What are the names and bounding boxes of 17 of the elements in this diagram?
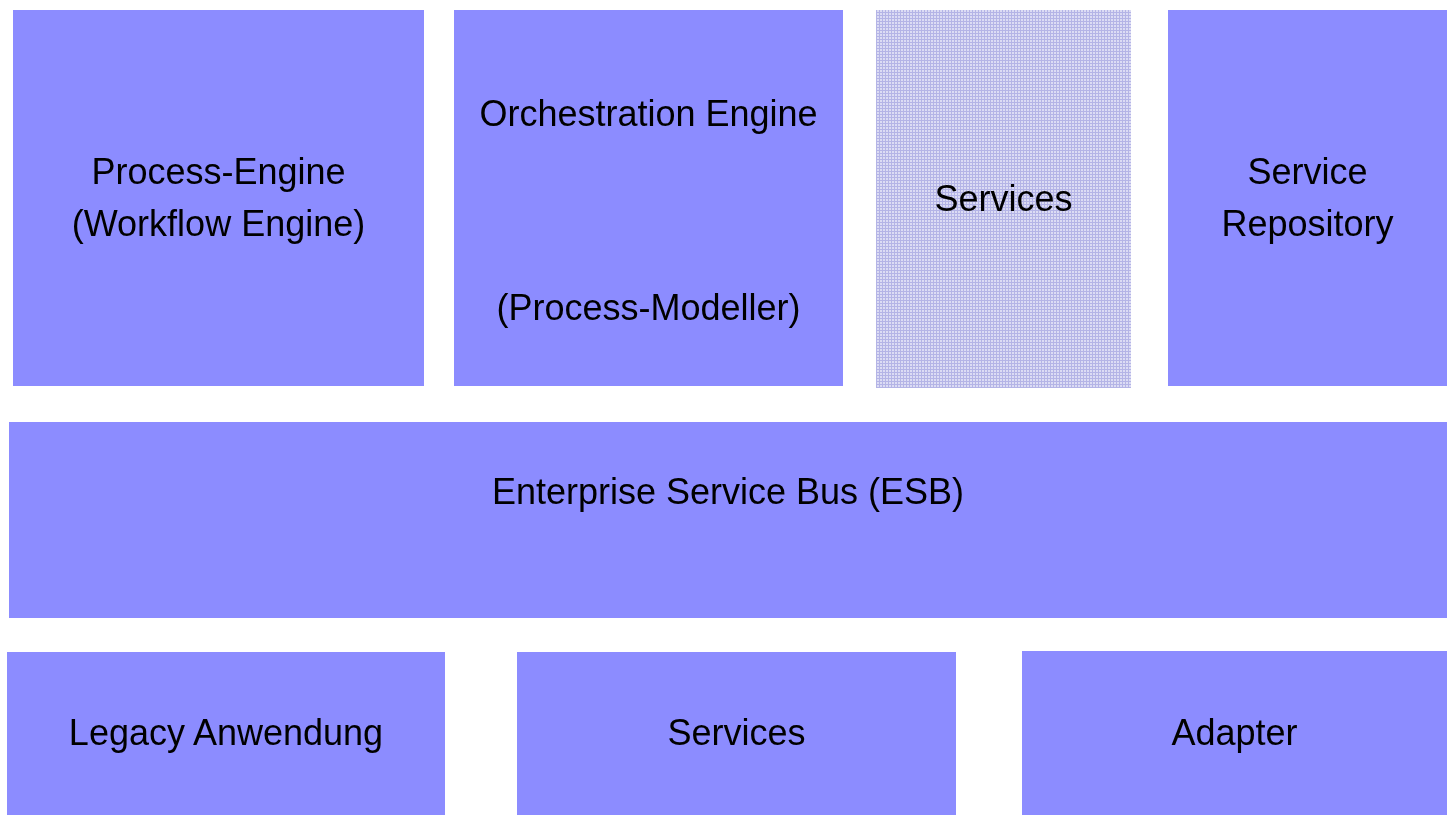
box-label: Legacy Anwendung xyxy=(68,711,384,756)
component-box xyxy=(7,652,445,815)
box-label: Process-Engine (Workflow Engine) xyxy=(70,149,367,246)
box-label: Service Repository xyxy=(1220,149,1395,246)
component-box xyxy=(1022,651,1447,815)
hatched-box xyxy=(876,10,1131,388)
component-box xyxy=(13,10,424,386)
component-box xyxy=(517,652,956,815)
box-label: Services xyxy=(934,176,1073,221)
box-label: (Process-Modeller) xyxy=(496,285,801,330)
box-label: Adapter xyxy=(1171,710,1298,755)
component-box xyxy=(1168,10,1447,386)
component-box xyxy=(9,422,1447,618)
component-box xyxy=(454,10,843,386)
box-label: Services xyxy=(667,711,806,756)
box-label: Orchestration Engine xyxy=(479,92,818,136)
box-label: Enterprise Service Bus (ESB) xyxy=(491,470,965,514)
